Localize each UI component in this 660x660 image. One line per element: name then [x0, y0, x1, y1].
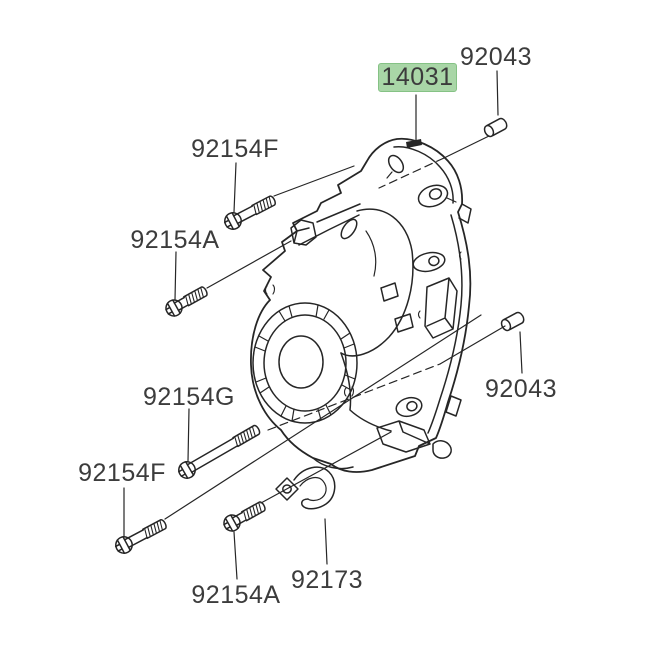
leader-92154f-top-label	[233, 162, 237, 213]
bolt-92154f-top-drawing	[221, 191, 279, 233]
cover-bottom-lip	[312, 457, 354, 470]
leader-92154f-bottom-axis	[164, 314, 482, 520]
selected-part-tag-14031[interactable]: 14031	[378, 63, 457, 92]
bolt-92154a-left-drawing	[162, 282, 211, 320]
part-label-14031: 14031	[381, 63, 454, 91]
part-label-92154a-bottom: 92154A	[191, 581, 281, 609]
part-label-92154a-left: 92154A	[130, 226, 220, 254]
leader-92043-top-label	[496, 70, 499, 116]
cover-square-hole-1	[380, 282, 399, 302]
cover-side-block	[424, 277, 458, 339]
part-label-92043-right: 92043	[484, 375, 558, 403]
cover-slot-hole	[340, 218, 358, 240]
leader-92154a-bottom-label	[233, 531, 238, 580]
part-label-92154f-bottom: 92154F	[78, 459, 166, 487]
leader-92043-right-label	[519, 331, 523, 374]
leader-lines	[123, 70, 523, 580]
cover-shoulder-lines	[298, 203, 361, 246]
clamp-hook-inner	[299, 476, 327, 502]
cover-top-gasket-tab	[406, 139, 422, 148]
cover-center-hump	[340, 208, 414, 357]
leader-92043-top-axis	[443, 135, 490, 159]
cover-bolt-boss-mid	[412, 251, 446, 273]
dowel-pin-right-drawing	[498, 310, 527, 333]
stator-boss-outer-ring	[252, 302, 358, 424]
cover-flange-tab-top	[458, 203, 472, 224]
cover-boss-top-link	[446, 197, 457, 203]
part-label-92173: 92173	[290, 566, 364, 594]
part-label-92154f-top: 92154F	[191, 135, 279, 163]
clamp-tab-hole	[282, 484, 292, 494]
leader-92154g-label	[187, 408, 190, 462]
cover-flange-inner-edge	[393, 146, 463, 434]
stator-boss-center-hole	[278, 335, 324, 389]
bolt-92154a-bottom-drawing	[220, 497, 269, 535]
cover-flange-tab-bottom	[445, 395, 462, 417]
stator-boss-inner-ring	[263, 314, 347, 412]
cover-hump-rib	[365, 230, 377, 277]
cover-casting-marks	[264, 251, 462, 397]
cover-bolt-boss-top	[417, 184, 449, 208]
cover-teardrop-tail	[386, 171, 393, 179]
leader-92154a-left-axis	[206, 240, 292, 289]
part-label-92043-top: 92043	[459, 43, 533, 71]
cover-teardrop-hole	[387, 154, 405, 174]
cover-drawing	[250, 137, 472, 473]
cover-bolt-boss-bottom	[395, 396, 423, 418]
cover-bottom-lug	[432, 440, 452, 459]
leader-92043-right-axis	[439, 325, 506, 365]
part-label-92154g: 92154G	[143, 383, 235, 411]
cover-left-lug	[290, 219, 317, 246]
leader-92154a-left-label	[174, 251, 177, 301]
clamp-bracket-92173-drawing	[275, 466, 336, 510]
cover-outline	[250, 137, 472, 473]
cover-bottom-bracket	[376, 420, 431, 453]
bolt-92154f-bottom-drawing	[112, 515, 170, 557]
leader-92173-label	[324, 518, 328, 565]
cover-stator-boss	[252, 302, 358, 424]
leader-92154f-top-axis	[273, 165, 355, 197]
dowel-pin-top-drawing	[481, 116, 510, 139]
cover-square-hole-2	[394, 313, 414, 333]
clamp-tab	[275, 477, 299, 501]
stator-boss-castellations	[254, 304, 356, 422]
cover-hump-lower-edge	[340, 352, 392, 432]
leader-92043-top-axis-hidden	[378, 157, 445, 189]
clamp-hook-outer	[293, 466, 336, 510]
